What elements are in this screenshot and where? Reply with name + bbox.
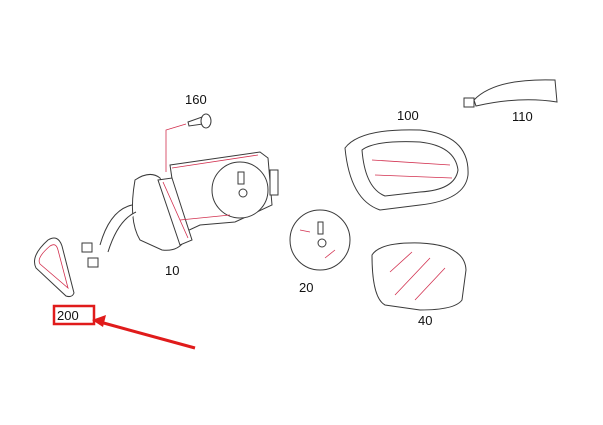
part-screw [165,113,212,172]
label-100: 100 [397,108,419,123]
part-adjuster-plate [289,209,351,271]
label-110: 110 [512,109,533,124]
part-mirror-glass [371,242,467,311]
part-cable-connector [463,79,558,108]
highlight-arrow [92,315,196,350]
label-40: 40 [418,313,432,328]
part-cover-cap [344,129,469,211]
label-200: 200 [57,308,79,323]
part-gasket [34,237,75,298]
label-10: 10 [165,263,179,278]
highlight-box [52,304,96,326]
label-160: 160 [185,92,207,107]
label-20: 20 [299,280,313,295]
part-mirror-motor-assembly [81,151,279,268]
